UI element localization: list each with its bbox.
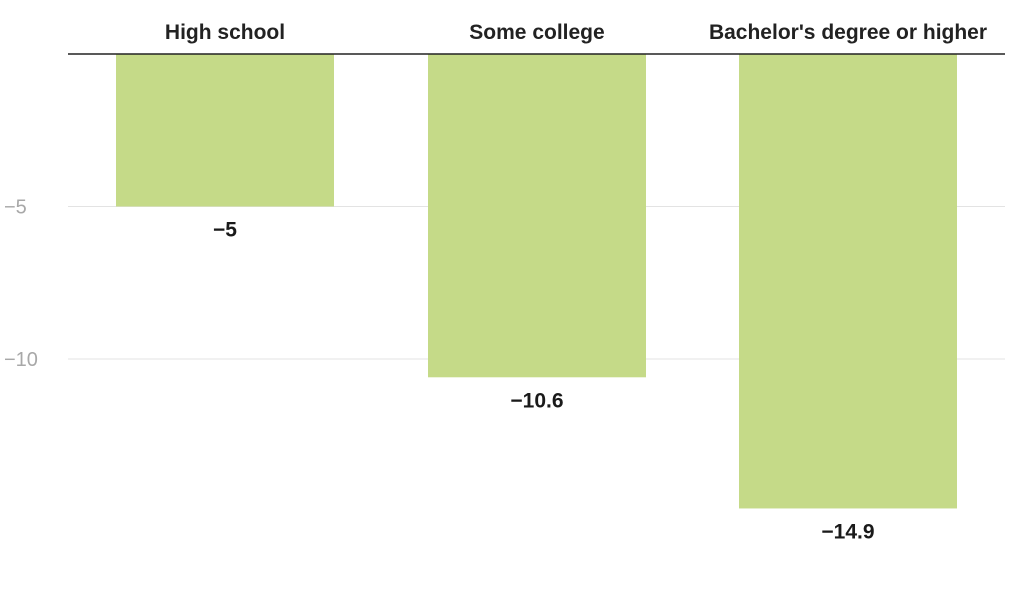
category-label-1: Some college xyxy=(469,21,604,44)
y-tick-label-1: −10 xyxy=(4,349,38,371)
label-layer: −5 −10.6 −14.9 High school Some college Bache… xyxy=(165,21,987,543)
bar-0 xyxy=(116,54,334,207)
value-label-2: −14.9 xyxy=(821,520,874,543)
category-label-0: High school xyxy=(165,21,285,44)
category-label-2: Bachelor's degree or higher xyxy=(709,21,987,44)
axis-layer: −5 −10 xyxy=(4,53,1005,371)
bar-1 xyxy=(428,54,646,378)
bar-layer xyxy=(116,54,957,509)
y-tick-label-0: −5 xyxy=(4,197,27,219)
value-label-1: −10.6 xyxy=(510,389,563,412)
value-label-0: −5 xyxy=(213,219,237,242)
bar-2 xyxy=(739,54,957,509)
